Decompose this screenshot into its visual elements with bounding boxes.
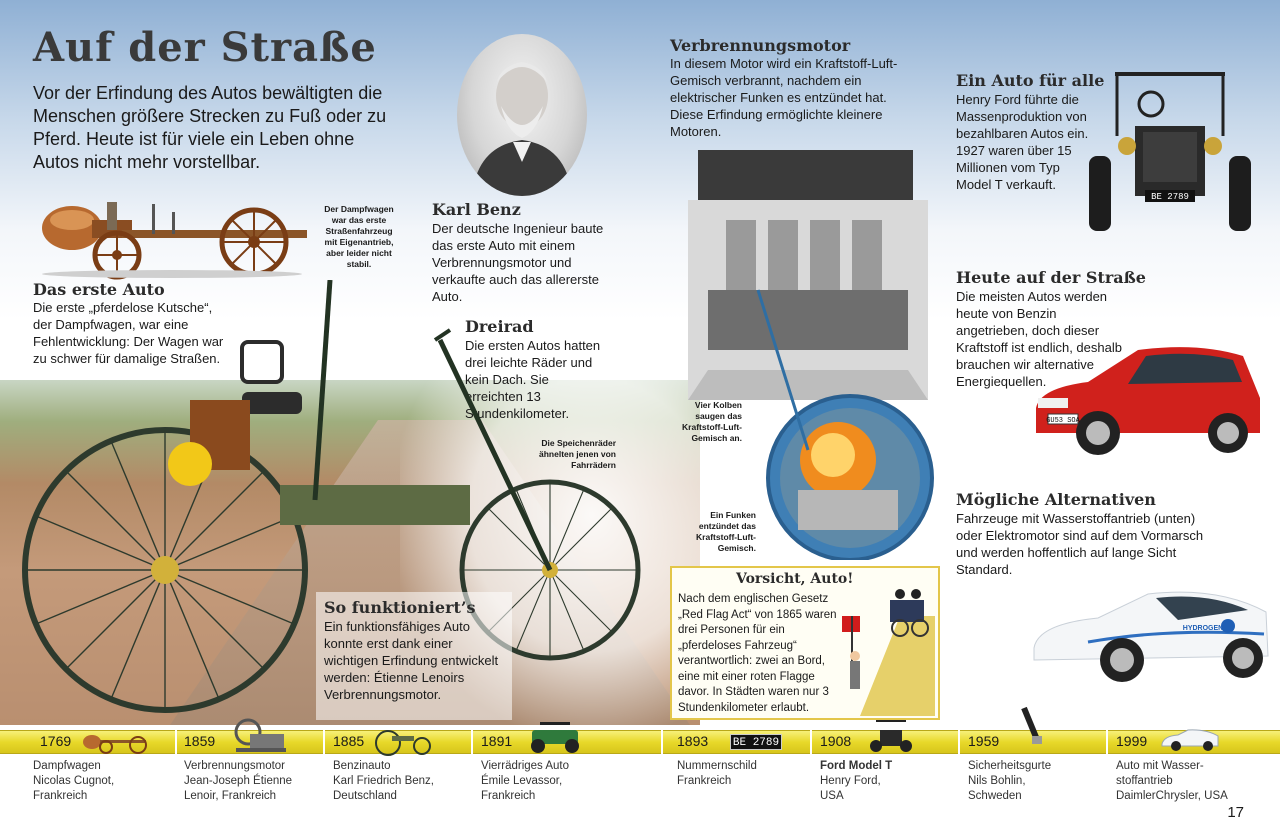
first-car-heading: Das erste Auto [33, 280, 165, 299]
warning-heading: Vorsicht, Auto! [736, 571, 854, 587]
steam-wagon-image [42, 202, 307, 280]
timeline-bar [0, 730, 1280, 754]
spark-caption: Ein Funken entzündet das Kraftstoff-Luft… [696, 510, 756, 553]
hydrogen-label: HYDROGEN [1183, 625, 1223, 632]
intro-text: Vor der Erfindung des Autos bewältigten … [33, 83, 387, 172]
car-for-all-heading: Ein Auto für alle [956, 71, 1105, 90]
engine-cutaway-image [688, 150, 934, 560]
benz-motorwagen-image [22, 280, 641, 713]
timeline-year: 1959 [968, 733, 1000, 749]
dreirad-text: Die ersten Autos hatten drei leichte Räd… [465, 338, 601, 421]
pistons-caption: Vier Kolben saugen das Kraftstoff-Luft-G… [682, 400, 742, 443]
timeline-year: 1893 [677, 733, 709, 749]
engine-text: In diesem Motor wird ein Kraftstoff-Luft… [670, 56, 898, 139]
focus-plate: GU53 SOA [1046, 417, 1080, 425]
page-title: Auf der Straße [33, 24, 377, 71]
hydrogen-car-icon [1161, 729, 1219, 751]
alternatives-heading: Mögliche Alternativen [956, 490, 1156, 509]
page-number: 17 [1227, 804, 1244, 821]
timeline-year: 1891 [481, 733, 513, 749]
spoke-wheel-caption: Die Speichenräder ähnelten jenen von Fah… [539, 438, 616, 470]
today-heading: Heute auf der Straße [956, 268, 1146, 287]
alternatives-text: Fahrzeuge mit Wasserstoffantrieb (unten)… [956, 511, 1204, 577]
timeline-year: 1769 [40, 733, 72, 749]
timeline-year: 1908 [820, 733, 852, 749]
timeline-separator [175, 730, 177, 754]
how-it-works-box [316, 592, 512, 720]
levassor-car-icon [531, 722, 579, 753]
ford-model-t-image: BE 2789 [1089, 72, 1251, 231]
warning-text: Nach dem englischen Gesetz „Red Flag Act… [678, 593, 837, 714]
timeline-separator [471, 730, 473, 754]
number-plate-icon: BE 2789 [730, 734, 782, 750]
steam-wagon-icon [83, 735, 147, 754]
red-ford-focus-image: GU53 SOA [1036, 347, 1260, 455]
karl-benz-portrait [457, 34, 587, 196]
red-flag-illustration [842, 589, 935, 716]
timeline-year: 1885 [333, 733, 365, 749]
timeline-year: 1859 [184, 733, 216, 749]
timeline-year: 1999 [1116, 733, 1148, 749]
timeline-separator [661, 730, 663, 754]
hydrogen-car-image: HYDROGEN [1033, 591, 1269, 682]
lenoir-engine-icon [234, 718, 286, 752]
timeline-separator [1106, 730, 1108, 754]
engine-heading: Verbrennungsmotor [670, 36, 851, 55]
model-t-icon [870, 720, 912, 752]
benz-car-icon [375, 730, 431, 756]
first-car-text: Die erste „pferdelose Kutsche“, der Damp… [33, 300, 224, 366]
karl-benz-text: Der deutsche Ingenieur baute das erste A… [432, 221, 604, 304]
car-for-all-text: Henry Ford führte die Massenproduktion v… [956, 92, 1089, 192]
steam-wagon-caption: Der Dampfwagen war das erste Straßenfahr… [324, 204, 394, 269]
karl-benz-heading: Karl Benz [432, 200, 521, 219]
how-it-works-text: Ein funktionsfähiges Auto konnte erst da… [324, 619, 499, 702]
how-it-works-heading: So funktioniert’s [324, 598, 476, 617]
timeline-separator [323, 730, 325, 754]
timeline-separator [958, 730, 960, 754]
today-text: Die meisten Autos werden heute von Benzi… [956, 289, 1122, 389]
seatbelt-icon [1021, 706, 1042, 744]
dreirad-heading: Dreirad [465, 317, 534, 336]
model-t-plate: BE 2789 [1151, 192, 1189, 202]
timeline-separator [810, 730, 812, 754]
